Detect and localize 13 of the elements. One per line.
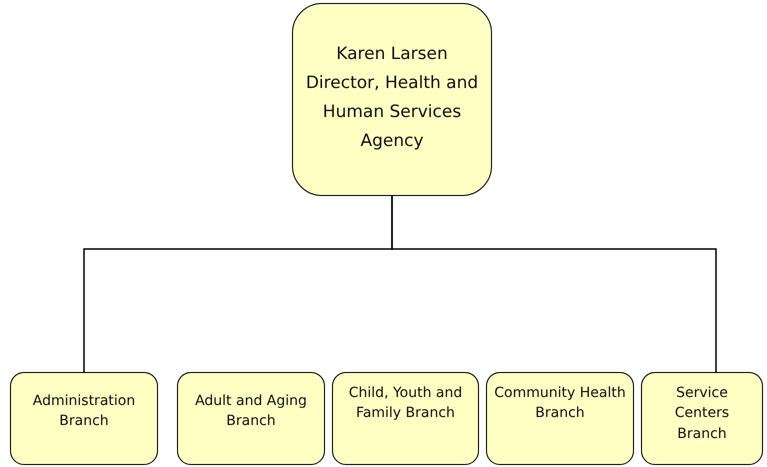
branch-box [486, 372, 634, 465]
node-text: Community Health Branch [493, 384, 627, 424]
branch-box [177, 372, 325, 465]
director-box [292, 3, 492, 196]
node-text: Child, Youth and Family Branch [348, 384, 464, 424]
branch-box [332, 372, 479, 465]
node-text: Administration Branch [32, 392, 136, 432]
connector-line [391, 196, 717, 372]
node-text: Karen Larsen Director, Health and Human Services Agency [304, 43, 480, 153]
node-text: Adult and Aging Branch [194, 392, 308, 432]
branch-box [10, 372, 158, 465]
node-text: Service Centers Branch [674, 384, 730, 444]
branch-box [641, 372, 763, 465]
